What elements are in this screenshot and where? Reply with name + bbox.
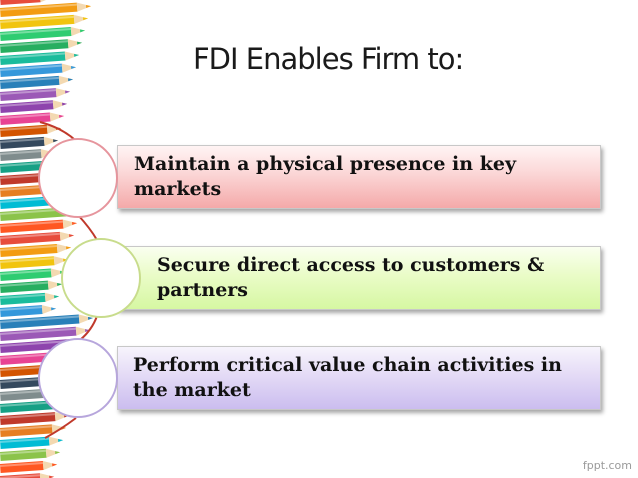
pencil: [0, 448, 61, 461]
pencil: [0, 39, 83, 53]
pencil: [0, 112, 65, 125]
pencil: [0, 305, 57, 317]
pencil: [0, 14, 89, 29]
item-box-physical-presence: Maintain a physical presence in key mark…: [117, 145, 601, 209]
pencil: [0, 436, 64, 449]
pencil: [0, 75, 74, 89]
pencil: [0, 231, 75, 245]
pencil: [0, 268, 66, 281]
item-box-direct-access: Secure direct access to customers & part…: [117, 246, 601, 310]
pencil: [0, 63, 77, 77]
pencil: [0, 27, 86, 41]
pencil: [0, 244, 72, 257]
pencil: [0, 473, 55, 478]
pencil: [0, 280, 63, 293]
pencil: [0, 2, 92, 17]
pencil: [0, 424, 67, 437]
item-circle-3: [38, 338, 118, 418]
item-text: Perform critical value chain activities …: [133, 354, 562, 401]
pencil: [0, 461, 58, 473]
item-box-value-chain: Perform critical value chain activities …: [117, 346, 601, 410]
item-text: Secure direct access to customers & part…: [157, 254, 545, 301]
pencil: [0, 124, 62, 137]
pencil: [0, 219, 78, 233]
pencil: [0, 292, 60, 305]
pencil: [0, 51, 80, 65]
watermark: fppt.com: [582, 459, 632, 472]
pencil: [0, 136, 59, 149]
pencil: [0, 100, 68, 113]
slide-title: FDI Enables Firm to:: [193, 42, 464, 76]
pencil: [0, 88, 71, 101]
item-circle-2: [61, 238, 141, 318]
item-circle-1: [38, 138, 118, 218]
pencil: [0, 256, 69, 269]
item-text: Maintain a physical presence in key mark…: [134, 153, 516, 200]
pencil: [0, 0, 55, 5]
